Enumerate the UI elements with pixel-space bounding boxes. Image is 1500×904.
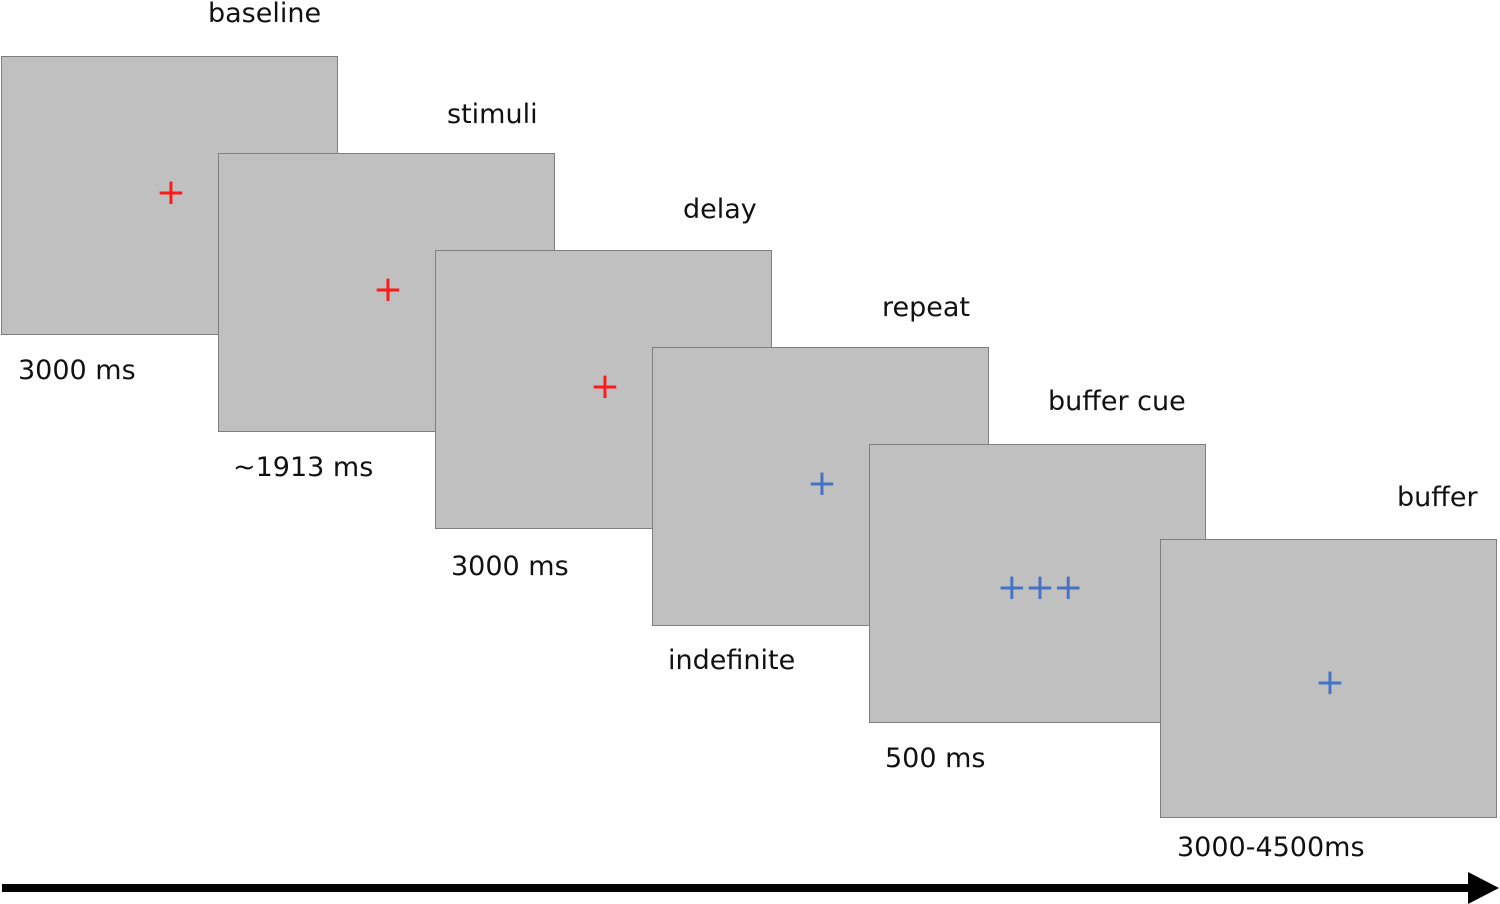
phase-label-buffer: buffer [1397,482,1478,513]
fixation-cross-icon: + [589,366,621,407]
phase-label-stimuli: stimuli [447,99,538,130]
right-arrow-icon [2,872,1499,904]
fixation-cross-icon: + [155,172,187,213]
phase-label-baseline: baseline [208,0,322,29]
phase-label-delay: delay [683,194,757,225]
fixation-cross-icon: + [806,463,838,504]
duration-label-repeat: indefinite [668,645,796,676]
phase-label-buffer-cue: buffer cue [1048,386,1186,417]
duration-label-buffer-cue: 500 ms [885,743,986,774]
screen-buffer-cue: +++ [869,444,1206,723]
fixation-cross-icon: + [1314,662,1346,703]
timeline-arrow-head [1468,872,1499,904]
duration-label-stimuli: ~1913 ms [233,452,374,483]
screen-buffer: + [1160,539,1497,818]
phase-label-repeat: repeat [882,292,971,323]
duration-label-buffer: 3000-4500ms [1177,832,1365,863]
fixation-cross-icon: + [372,269,404,310]
duration-label-delay: 3000 ms [451,551,569,582]
duration-label-baseline: 3000 ms [18,355,136,386]
triple-cross-cue-icon: +++ [996,567,1083,608]
